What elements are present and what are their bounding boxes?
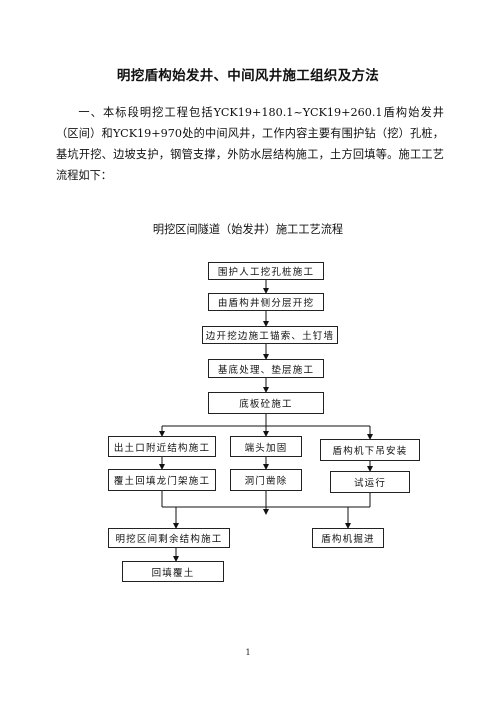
step-box-c3: 试运行	[330, 471, 410, 493]
step-box-e1: 回填覆土	[122, 561, 224, 582]
step-box-c2: 洞门凿除	[230, 469, 302, 491]
document-title: 明挖盾构始发井、中间风井施工组织及方法	[116, 68, 380, 84]
intro-paragraph: 一、本标段明挖工程包括YCK19+180.1~YCK19+260.1盾构始发井（…	[56, 106, 444, 182]
step-box-d1: 明挖区间剩余结构施工	[108, 528, 230, 548]
step-box-s5: 底板砼施工	[208, 392, 324, 414]
page-number: 1	[245, 648, 251, 657]
step-box-d2: 盾构机掘进	[312, 528, 384, 548]
step-box-c1: 覆土回填龙门架施工	[108, 469, 216, 491]
step-box-s3: 边开挖边施工锚索、土钉墙	[202, 326, 338, 344]
flowchart-title: 明挖区间隧道（始发井）施工工艺流程	[152, 223, 344, 236]
step-box-b1: 出土口附近结构施工	[108, 436, 216, 457]
step-box-s4: 基底处理、垫层施工	[208, 359, 324, 378]
step-box-b3: 盾构机下吊安装	[320, 439, 420, 461]
step-box-s2: 由盾构井侧分层开挖	[208, 293, 324, 311]
step-box-b2: 端头加固	[230, 436, 302, 457]
step-box-s1: 围护人工挖孔桩施工	[208, 262, 324, 280]
